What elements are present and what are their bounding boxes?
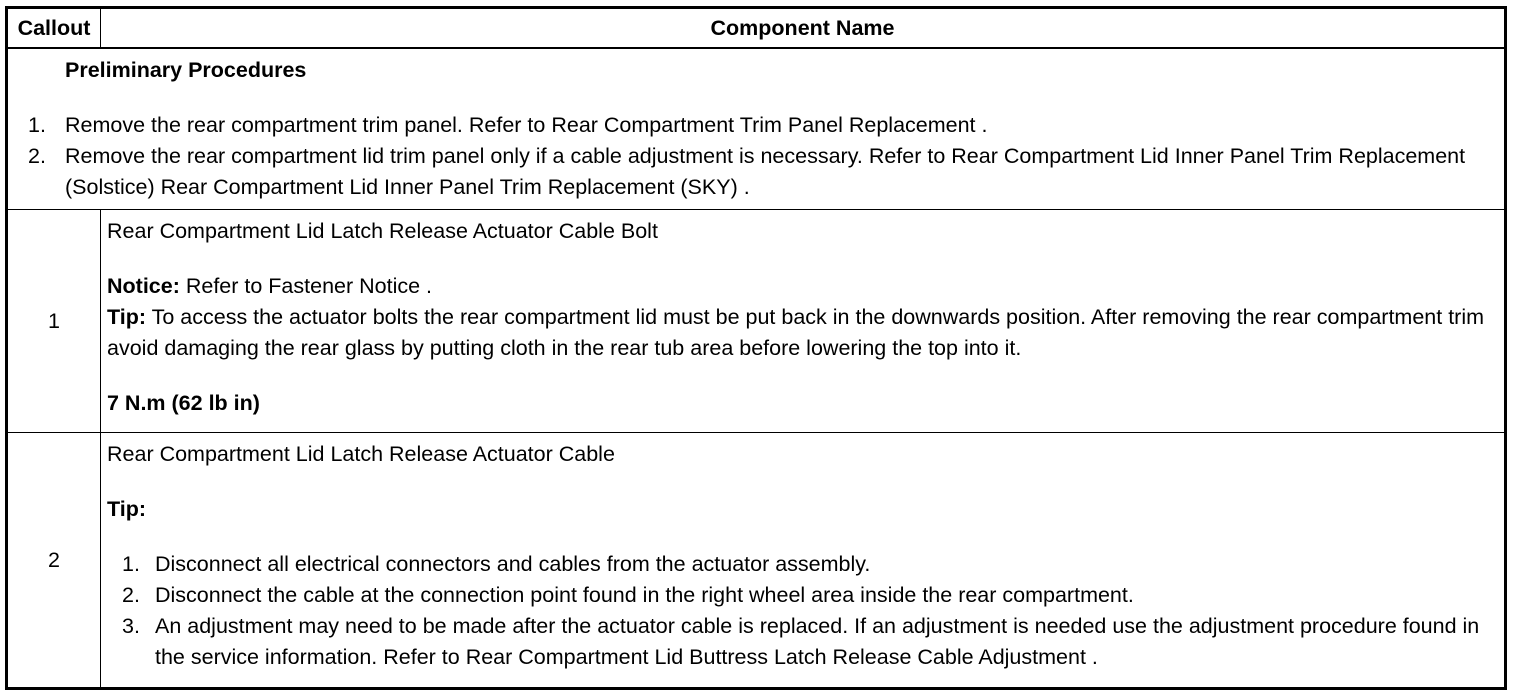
step-text: Remove the rear compartment lid trim pan… (65, 144, 1466, 199)
step-number: 3. (122, 614, 140, 638)
notice-text: Refer to Fastener Notice . (179, 274, 433, 298)
header-row: Callout Component Name (6, 7, 1506, 49)
component-cell: Rear Compartment Lid Latch Release Actua… (100, 432, 1506, 689)
step-text: An adjustment may need to be made after … (155, 614, 1480, 669)
step-text: Disconnect all electrical connectors and… (155, 552, 871, 576)
tip-text: To access the actuator bolts the rear co… (107, 305, 1485, 360)
tip-label: Tip: (107, 305, 147, 329)
component-cell: Rear Compartment Lid Latch Release Actua… (100, 209, 1506, 433)
callout-number: 2 (6, 432, 101, 689)
preliminary-steps-list: 1. Remove the rear compartment trim pane… (14, 110, 1498, 203)
table-row: 2 Rear Compartment Lid Latch Release Act… (6, 432, 1506, 689)
component-table: Callout Component Name Preliminary Proce… (5, 6, 1507, 690)
preliminary-row: Preliminary Procedures 1. Remove the rea… (6, 47, 1506, 210)
list-item: 1. Remove the rear compartment trim pane… (14, 110, 1498, 141)
step-number: 1. (28, 113, 46, 137)
tip-label: Tip: (107, 497, 147, 521)
component-name: Rear Compartment Lid Latch Release Actua… (107, 219, 658, 243)
component-name: Rear Compartment Lid Latch Release Actua… (107, 442, 615, 466)
callout-header: Callout (6, 7, 101, 49)
step-text: Remove the rear compartment trim panel. … (65, 113, 988, 137)
list-item: 2. Remove the rear compartment lid trim … (14, 141, 1498, 203)
step-number: 1. (122, 552, 140, 576)
component-name-header: Component Name (100, 7, 1506, 49)
tip-line: Tip: To access the actuator bolts the re… (107, 302, 1498, 364)
preliminary-procedures-cell: Preliminary Procedures 1. Remove the rea… (6, 47, 1506, 210)
step-text: Disconnect the cable at the connection p… (155, 583, 1134, 607)
notice-label: Notice: (107, 274, 180, 298)
preliminary-procedures-title: Preliminary Procedures (65, 58, 307, 82)
list-item: 2. Disconnect the cable at the connectio… (107, 580, 1498, 611)
step-number: 2. (122, 583, 140, 607)
list-item: 1. Disconnect all electrical connectors … (107, 549, 1498, 580)
notice-line: Notice: Refer to Fastener Notice . (107, 271, 1498, 302)
callout-number: 1 (6, 209, 101, 433)
tip-steps-list: 1. Disconnect all electrical connectors … (107, 549, 1498, 673)
torque-spec: 7 N.m (62 lb in) (107, 391, 260, 415)
table-row: 1 Rear Compartment Lid Latch Release Act… (6, 209, 1506, 433)
step-number: 2. (28, 144, 46, 168)
list-item: 3. An adjustment may need to be made aft… (107, 611, 1498, 673)
